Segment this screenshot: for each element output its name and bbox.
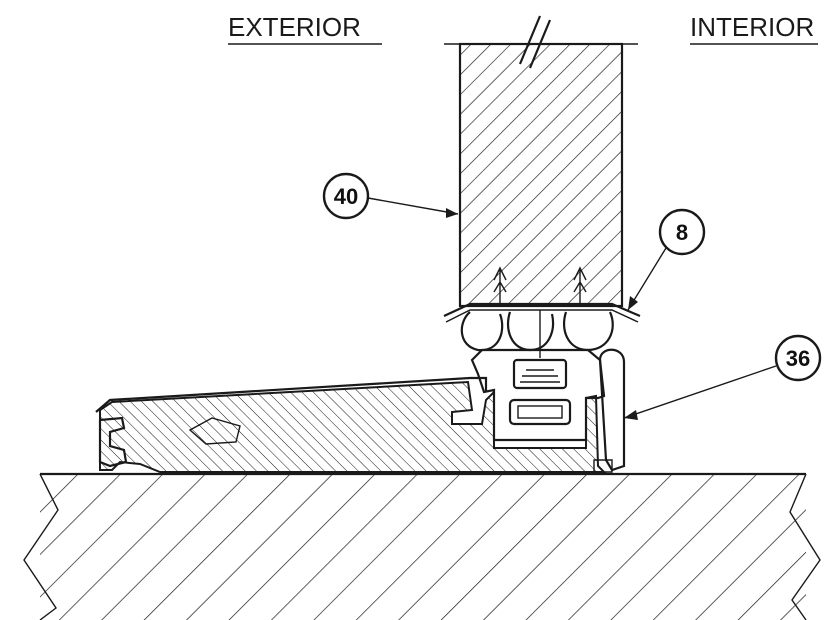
callout-40-text: 40 [334,184,358,209]
callout-bubble [774,334,822,382]
interior-label-group: INTERIOR [690,12,818,45]
callout-8-text: 8 [676,220,688,245]
callout-40: 40 [322,172,459,220]
callout-8: 8 [627,208,706,311]
callout-36: 36 [623,334,822,420]
door-panel [444,15,638,308]
threshold-profile [95,348,626,473]
door-bottom-sweep [443,266,641,358]
break-mark [518,15,542,65]
exterior-label: EXTERIOR [228,12,361,42]
floor-slab [23,472,821,620]
callout-36-text: 36 [786,346,810,371]
callout-bubble [322,172,370,220]
interior-label: INTERIOR [690,12,814,42]
exterior-label-group: EXTERIOR [228,12,382,45]
callout-bubble [658,208,706,256]
